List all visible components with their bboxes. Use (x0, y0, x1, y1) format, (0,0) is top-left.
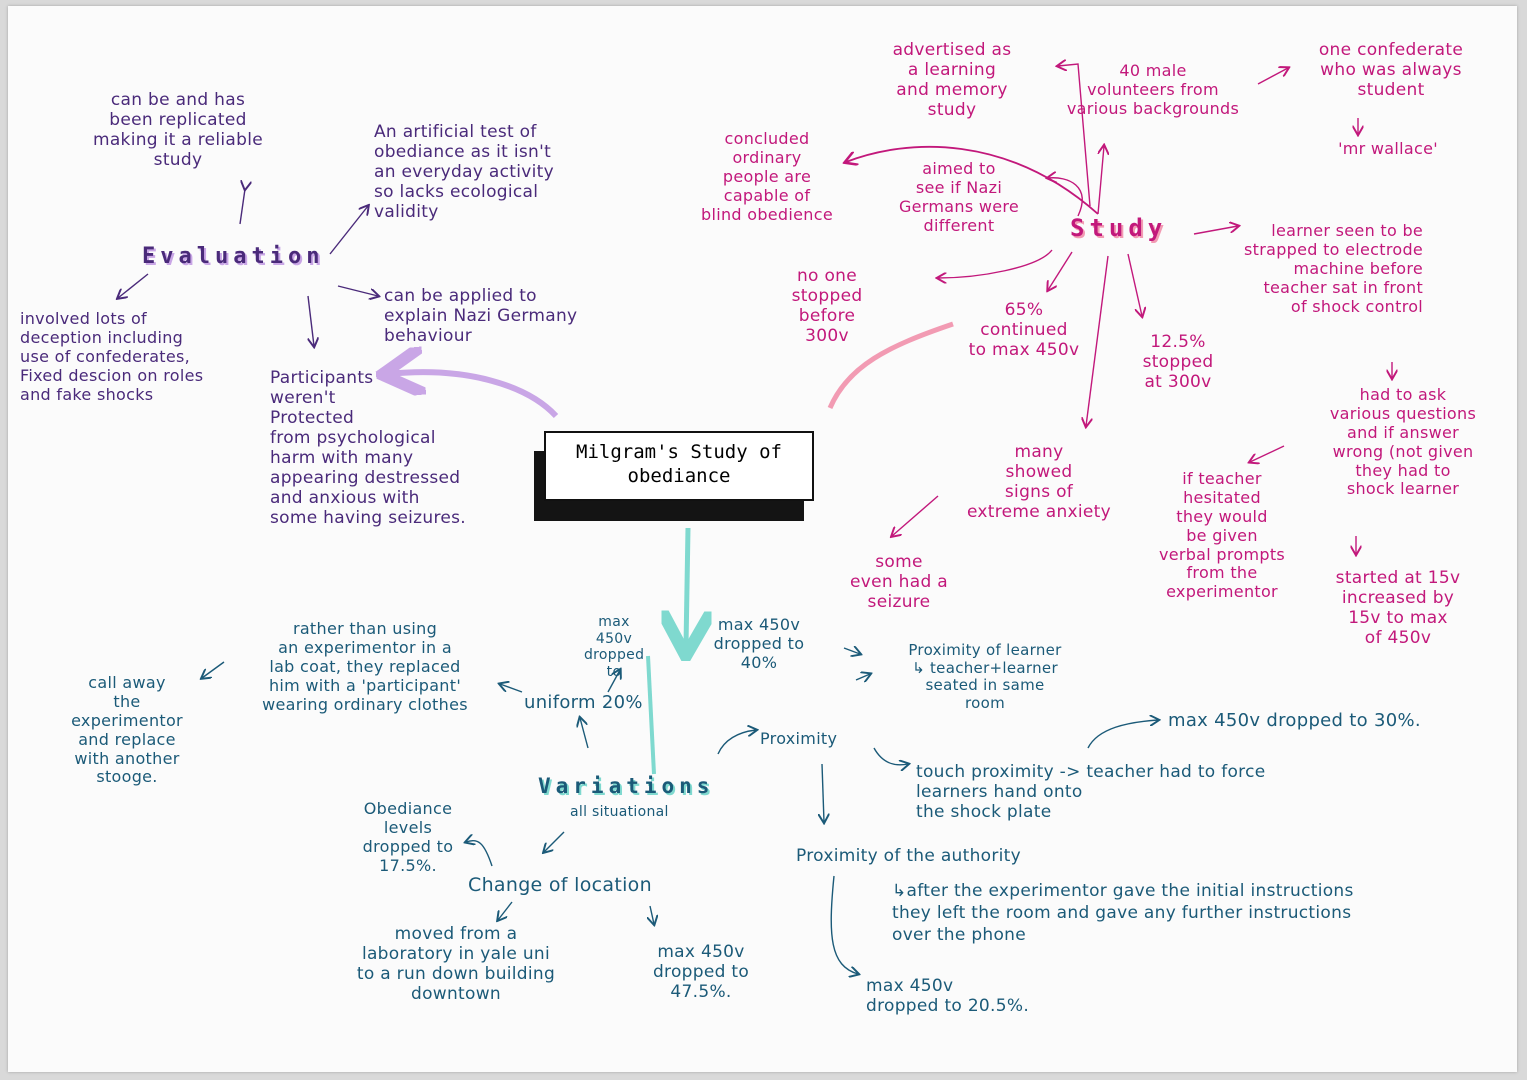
note-proximity-max: max 450v dropped to 40% (713, 615, 805, 672)
note-started-15v: started at 15v increased by 15v to max o… (1335, 568, 1461, 649)
note-strapped: learner seen to be strapped to electrode… (1244, 221, 1424, 316)
note-touch-proximity: touch proximity -> teacher had to force … (916, 762, 1266, 823)
evaluation-header: Evaluation (142, 244, 325, 269)
note-rather-than: rather than using an experimentor in a l… (262, 619, 468, 714)
note-moved-location: moved from a laboratory in yale uni to a… (356, 924, 556, 1005)
note-concluded: concluded ordinary people are capable of… (701, 129, 833, 224)
note-proximity-learner: Proximity of learner ↳ teacher+learner s… (908, 641, 1062, 713)
mind-map-page: Evaluation Study Variations Milgram's St… (8, 6, 1517, 1072)
note-volunteers: 40 male volunteers from various backgrou… (1066, 61, 1240, 118)
central-topic: Milgram's Study of obediance (544, 431, 814, 501)
variations-header: Variations (538, 774, 715, 798)
note-no-one-stopped: no one stopped before 300v (791, 266, 863, 347)
note-call-away: call away the experimentor and replace w… (71, 673, 183, 787)
note-aimed: aimed to see if Nazi Germans were differ… (898, 159, 1020, 235)
note-artificial-test: An artificial test of obediance as it is… (374, 122, 554, 223)
note-12-5-percent: 12.5% stopped at 300v (1142, 332, 1214, 393)
note-seizure: some even had a seizure (850, 552, 948, 613)
note-advertised: advertised as a learning and memory stud… (892, 40, 1012, 121)
note-65-percent: 65% continued to max 450v (968, 300, 1080, 361)
note-authority-max: max 450v dropped to 20.5%. (866, 976, 1030, 1017)
link-center-variations (686, 527, 688, 646)
note-deception: involved lots of deception including use… (20, 309, 204, 404)
note-obediance-17-5: Obediance levels dropped to 17.5%. (362, 799, 454, 875)
study-header: Study (1070, 214, 1168, 242)
note-confederate: one confederate who was always student (1318, 40, 1464, 101)
note-hesitated: if teacher hesitated they would be given… (1158, 469, 1286, 602)
note-mr-wallace: 'mr wallace' (1338, 139, 1438, 158)
connector-lines (8, 6, 1517, 1072)
note-all-situational: all situational (570, 804, 669, 820)
note-location-max: max 450v dropped to 47.5%. (652, 942, 750, 1003)
note-nazi-germany: can be applied to explain Nazi Germany b… (384, 286, 578, 347)
node-change-of-location: Change of location (468, 874, 652, 896)
note-uniform-max: max 450v dropped to (584, 614, 645, 680)
note-phone-instructions: ↳after the experimentor gave the initial… (892, 881, 1354, 946)
note-questions: had to ask various questions and if answ… (1329, 385, 1477, 499)
node-proximity-authority: Proximity of the authority (796, 846, 1022, 866)
note-anxiety: many showed signs of extreme anxiety (966, 442, 1112, 523)
note-touch-max: max 450v dropped to 30%. (1168, 710, 1421, 731)
note-psychological-harm: Participants weren't Protected from psyc… (270, 368, 466, 529)
node-proximity: Proximity (760, 729, 838, 748)
link-center-study (827, 321, 954, 409)
note-uniform: uniform 20% (524, 692, 643, 713)
note-replicated: can be and has been replicated making it… (92, 90, 264, 171)
link-center-evaluation (388, 372, 559, 419)
